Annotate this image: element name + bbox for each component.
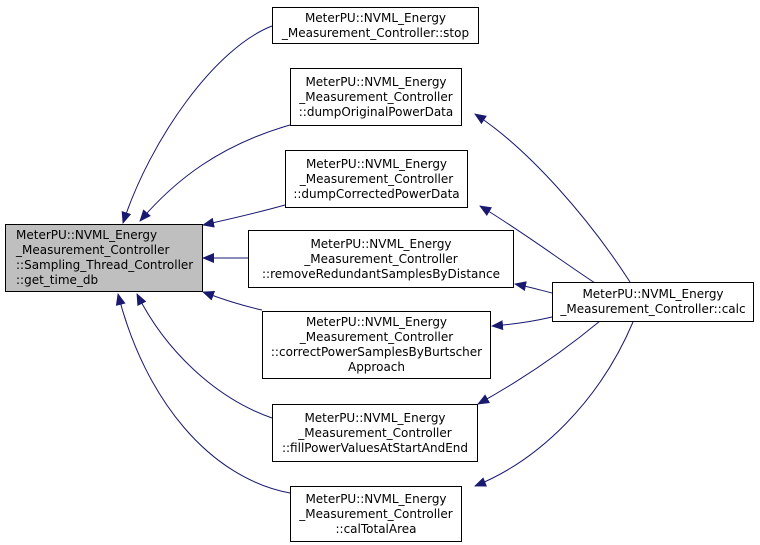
node-cal-total-area-line-1: MeterPU::NVML_Energy [305, 491, 447, 506]
edge-calc-to-correctpower [491, 316, 553, 331]
node-dump-original-line-3: ::dumpOriginalPowerData [298, 104, 454, 119]
node-dump-original-line-1: MeterPU::NVML_Energy [305, 74, 447, 89]
node-correct-power-line-4: Approach [347, 360, 405, 374]
edge-calc-to-removeredundant [514, 281, 553, 294]
edge-calc-to-caltotalarea [474, 321, 634, 487]
node-stop-line-2: _Measurement_Controller::stop [281, 25, 470, 40]
node-dump-original-line-2: _Measurement_Controller [299, 89, 453, 104]
node-remove-redundant-samples[interactable]: MeterPU::NVML_Energy _Measurement_Contro… [248, 230, 514, 288]
node-get-time-db-line-1: MeterPU::NVML_Energy [16, 228, 158, 242]
edge-calc-to-dumpcorrected [479, 205, 596, 284]
node-correct-power-line-3: ::correctPowerSamplesByBurtscher [270, 345, 483, 359]
node-dump-corrected-line-2: _Measurement_Controller [299, 171, 454, 186]
node-stop-line-1: MeterPU::NVML_Energy [304, 10, 447, 25]
edge-fillpower-to-get-time-db [136, 293, 273, 419]
edge-dumpcorrected-to-get-time-db [202, 204, 286, 228]
node-dump-corrected-line-1: MeterPU::NVML_Energy [305, 156, 448, 171]
node-fill-power-line-3: ::fillPowerValuesAtStartAndEnd [281, 440, 469, 455]
node-get-time-db[interactable]: MeterPU::NVML_Energy _Measurement_Contro… [5, 224, 203, 292]
node-get-time-db-line-3: ::Sampling_Thread_Controller [16, 258, 194, 272]
node-fill-power-values[interactable]: MeterPU::NVML_Energy _Measurement_Contro… [272, 404, 478, 462]
node-cal-total-area-line-3: ::calTotalArea [335, 521, 417, 536]
node-cal-total-area-line-2: _Measurement_Controller [299, 506, 453, 521]
node-calc-line-2: _Measurement_Controller::calc [560, 302, 746, 316]
node-get-time-db-line-4: ::get_time_db [16, 273, 99, 287]
edge-calc-to-fillpower [477, 320, 601, 405]
node-correct-power-line-1: MeterPU::NVML_Energy [305, 315, 448, 329]
node-remove-redundant-line-2: _Measurement_Controller [304, 251, 458, 266]
node-stop[interactable]: MeterPU::NVML_Energy _Measurement_Contro… [272, 7, 479, 44]
node-remove-redundant-line-1: MeterPU::NVML_Energy [310, 236, 452, 251]
node-correct-power-samples[interactable]: MeterPU::NVML_Energy _Measurement_Contro… [262, 311, 491, 379]
edge-correctpower-to-get-time-db [202, 291, 263, 311]
edge-dumporiginal-to-get-time-db [139, 124, 291, 222]
node-get-time-db-line-2: _Measurement_Controller [16, 243, 170, 257]
node-dump-original-power-data[interactable]: MeterPU::NVML_Energy _Measurement_Contro… [290, 68, 462, 126]
node-calc-line-1: MeterPU::NVML_Energy [582, 287, 724, 301]
edge-calc-to-dumporiginal [474, 113, 631, 283]
node-dump-corrected-power-data[interactable]: MeterPU::NVML_Energy _Measurement_Contro… [285, 150, 468, 208]
node-fill-power-line-1: MeterPU::NVML_Energy [304, 410, 446, 425]
node-dump-corrected-line-3: ::dumpCorrectedPowerData [293, 186, 460, 201]
node-fill-power-line-2: _Measurement_Controller [298, 425, 452, 440]
edge-caltotalarea-to-get-time-db [115, 293, 291, 494]
node-correct-power-line-2: _Measurement_Controller [299, 330, 454, 344]
node-remove-redundant-line-3: ::removeRedundantSamplesByDistance [262, 266, 500, 281]
node-cal-total-area[interactable]: MeterPU::NVML_Energy _Measurement_Contro… [290, 486, 462, 542]
edge-stop-to-get-time-db [121, 25, 273, 224]
node-calc[interactable]: MeterPU::NVML_Energy _Measurement_Contro… [552, 282, 754, 322]
